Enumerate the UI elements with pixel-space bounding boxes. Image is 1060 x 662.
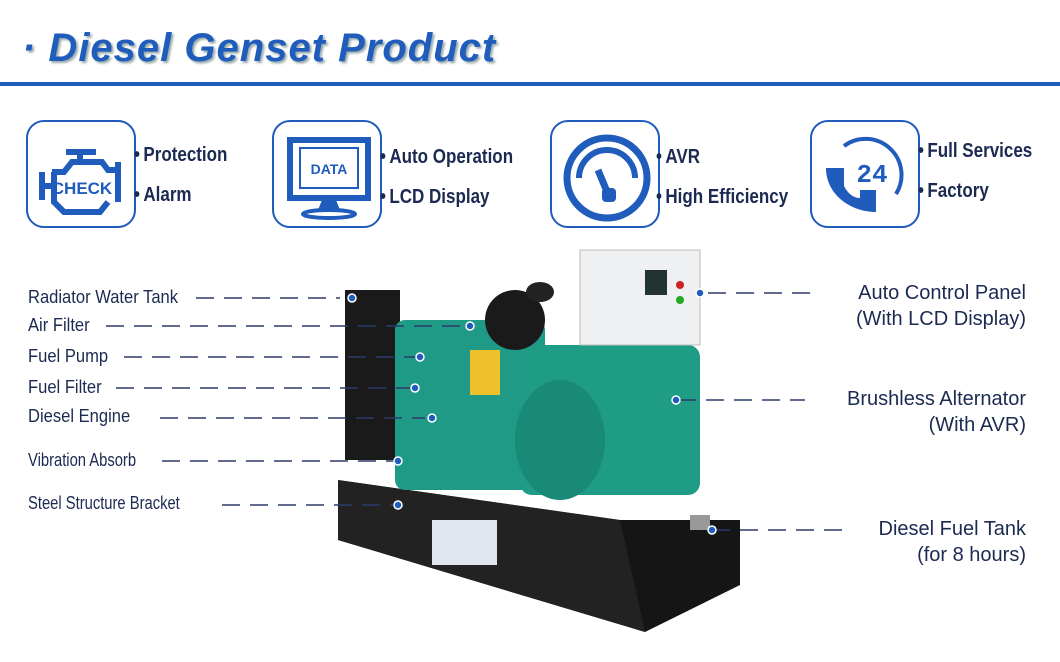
svg-text:24: 24 (856, 160, 887, 190)
label-air-filter: Air Filter (28, 315, 90, 335)
label-steel-structure-bracket: Steel Structure Bracket (28, 493, 180, 513)
label-brushless-alternator: Brushless Alternator (With AVR) (847, 386, 1026, 438)
feature-text: Factory (918, 180, 988, 203)
feature-text: AVR (656, 146, 700, 169)
feature-text: Protection (134, 144, 227, 167)
label-line: Auto Control Panel (858, 282, 1026, 304)
title-divider (0, 82, 1060, 86)
label-diesel-engine: Diesel Engine (28, 406, 131, 426)
label-line: Diesel Fuel Tank (878, 518, 1026, 540)
label-auto-control-panel: Auto Control Panel (With LCD Display) (856, 280, 1026, 332)
feature-text: LCD Display (380, 186, 489, 209)
label-radiator-water-tank: Radiator Water Tank (28, 287, 179, 307)
label-line: (With LCD Display) (855, 308, 1026, 330)
label-vibration-absorb: Vibration Absorb (28, 450, 137, 470)
gauge-icon (550, 120, 660, 228)
phone-24-icon: 24 (810, 120, 920, 228)
svg-text:CHECK: CHECK (52, 179, 113, 198)
monitor-data-icon: DATA (272, 120, 382, 228)
label-fuel-filter: Fuel Filter (28, 377, 102, 397)
feature-text: Full Services (918, 140, 1032, 163)
feature-text: High Efficiency (656, 186, 788, 209)
feature-text: Auto Operation (380, 146, 513, 169)
page-title: · Diesel Genset Product (22, 26, 497, 70)
label-line: Brushless Alternator (847, 388, 1026, 410)
feature-text: Alarm (134, 184, 191, 207)
label-line: (for 8 hours) (917, 544, 1026, 566)
label-line: (With AVR) (928, 414, 1026, 436)
svg-text:DATA: DATA (311, 161, 348, 177)
label-fuel-pump: Fuel Pump (28, 346, 109, 366)
label-diesel-fuel-tank: Diesel Fuel Tank (for 8 hours) (879, 516, 1026, 568)
engine-check-icon: CHECK (26, 120, 136, 228)
